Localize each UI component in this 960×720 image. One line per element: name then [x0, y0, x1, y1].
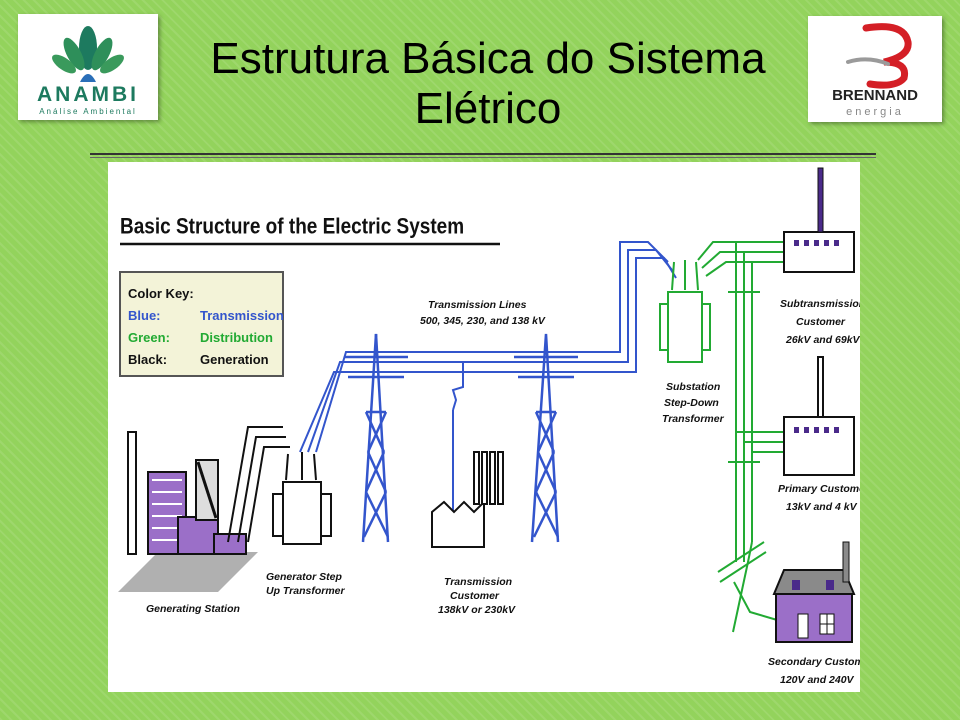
brennand-name: BRENNAND	[832, 87, 918, 104]
title-divider	[90, 153, 876, 155]
primary-customer: Primary Customer 13kV and 4 kV	[778, 356, 860, 513]
key-green-label: Green:	[128, 330, 170, 345]
color-key-title: Color Key:	[128, 286, 194, 301]
transmission-customer: Transmission Customer 138kV or 230kV	[431, 451, 516, 616]
color-key: Color Key: Blue: Transmission Green: Dis…	[119, 271, 284, 377]
transmission-tower-1	[344, 333, 408, 543]
transmission-tower-2	[514, 333, 578, 543]
anambi-logo: ANAMBI Análise Ambiental	[18, 14, 158, 120]
label-subtrans-2: Customer	[796, 316, 846, 328]
brennand-logo: BRENNAND energia	[808, 16, 942, 122]
label-trans-cust-3: 138kV or 230kV	[438, 604, 516, 616]
label-trans-lines-1: Transmission Lines	[428, 299, 527, 311]
electric-system-diagram: Basic Structure of the Electric System C…	[108, 162, 860, 692]
brennand-tagline: energia	[846, 106, 904, 118]
label-generating-station: Generating Station	[146, 603, 240, 615]
slide-title-line2: Elétrico	[414, 84, 562, 133]
brennand-swoosh-icon	[846, 23, 912, 89]
label-gen-step-up-1: Generator Step	[266, 571, 342, 583]
key-green-meaning: Distribution	[200, 330, 273, 345]
anambi-tagline: Análise Ambiental	[39, 107, 137, 116]
key-blue-label: Blue:	[128, 308, 161, 323]
key-black-meaning: Generation	[200, 352, 269, 367]
subtransmission-customer: Subtransmission Customer 26kV and 69kV	[780, 167, 860, 346]
secondary-customer-house: Secondary Customer 120V and 240V	[768, 541, 860, 686]
slide-title: Estrutura Básica do Sistema Elétrico	[168, 34, 808, 134]
diagram-heading: Basic Structure of the Electric System	[120, 214, 464, 239]
anambi-leaf-icon	[52, 26, 124, 82]
label-substation-3: Transformer	[662, 413, 725, 425]
label-trans-cust-1: Transmission	[444, 576, 512, 588]
slide-title-line1: Estrutura Básica do Sistema	[210, 34, 766, 83]
label-subtrans-1: Subtransmission	[780, 298, 860, 310]
label-secondary-2: 120V and 240V	[780, 674, 855, 686]
label-trans-cust-2: Customer	[450, 590, 500, 602]
label-primary-1: Primary Customer	[778, 483, 860, 495]
label-primary-2: 13kV and 4 kV	[786, 501, 858, 513]
substation-transformer: Substation Step-Down Transformer	[659, 260, 725, 425]
label-secondary-1: Secondary Customer	[768, 656, 860, 668]
label-subtrans-3: 26kV and 69kV	[785, 334, 860, 346]
key-black-label: Black:	[128, 352, 167, 367]
generating-station: Generating Station	[118, 431, 258, 615]
label-substation-1: Substation	[666, 381, 720, 393]
distribution-lines	[697, 241, 785, 633]
label-substation-2: Step-Down	[664, 397, 719, 409]
generator-step-up-transformer: Generator Step Up Transformer	[227, 426, 345, 597]
title-divider-thin	[90, 157, 876, 158]
label-gen-step-up-2: Up Transformer	[266, 585, 345, 597]
key-blue-meaning: Transmission	[200, 308, 284, 323]
label-trans-lines-2: 500, 345, 230, and 138 kV	[420, 315, 546, 327]
anambi-name: ANAMBI	[37, 83, 139, 106]
